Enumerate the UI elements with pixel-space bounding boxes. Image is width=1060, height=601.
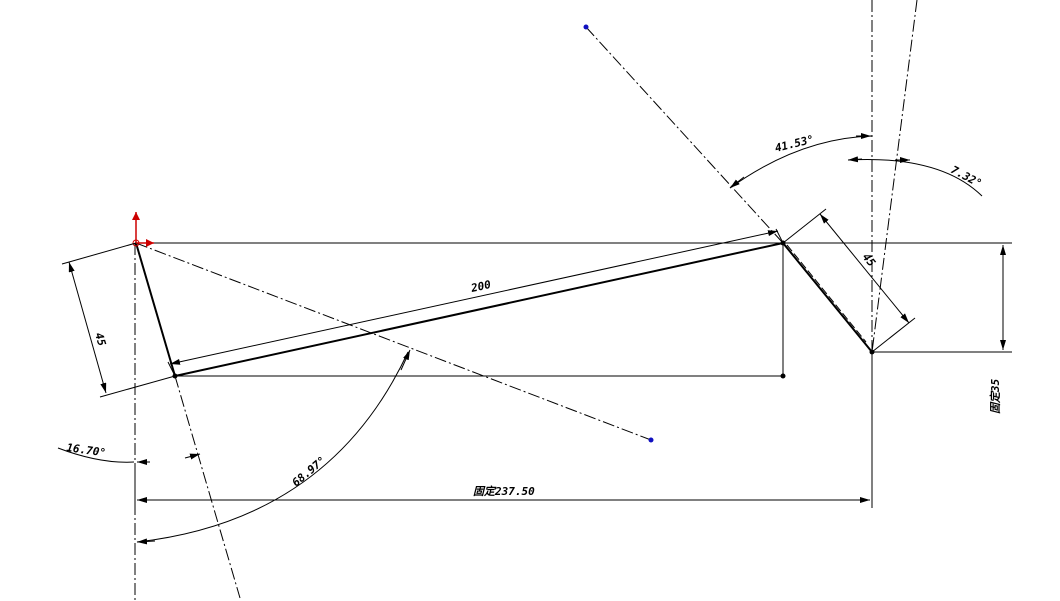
angle-41-53-text[interactable]: 41.53° — [774, 133, 816, 155]
angle-7-32-arc[interactable] — [847, 159, 983, 197]
link-200[interactable] — [174, 242, 784, 377]
dim-left45-line[interactable] — [68, 261, 107, 394]
joint-d[interactable] — [780, 373, 786, 379]
centerline-lower-diagonal[interactable] — [135, 242, 652, 441]
ext-200-left — [167, 361, 176, 377]
construction-point-top[interactable] — [583, 24, 589, 30]
dim-237-text[interactable]: 固定237.50 — [473, 485, 535, 498]
angle-16-70-arrow-right — [184, 453, 201, 460]
angle-68-97-text[interactable]: 68.97° — [290, 454, 329, 490]
angle-16-70-arc[interactable] — [57, 447, 135, 463]
ext-right45-bottom — [871, 317, 916, 353]
dim-right45-line[interactable] — [819, 213, 910, 324]
centerline-left-slant[interactable] — [174, 375, 241, 599]
link-right-45[interactable] — [782, 242, 873, 353]
angle-41-53-arrow-left — [729, 176, 745, 189]
link-left-45[interactable] — [135, 242, 176, 377]
centerline-upper-diagonal[interactable] — [585, 26, 784, 244]
angle-7-32-arrow-left — [847, 156, 863, 163]
centerline-right-slant[interactable] — [871, 0, 918, 353]
angle-68-97-arc[interactable] — [136, 351, 409, 543]
dim-35-text[interactable]: 固定35 — [989, 378, 1002, 414]
dim-200-text[interactable]: 200 — [469, 278, 493, 295]
ext-right45-top — [782, 208, 827, 244]
angle-7-32-text[interactable]: 7.32° — [949, 163, 984, 190]
dim-left45-text[interactable]: 45 — [92, 331, 108, 348]
angle-16-70-text[interactable]: 16.70° — [66, 441, 107, 459]
coordinate-origin-icon — [132, 212, 154, 247]
ext-left45-bottom — [99, 375, 176, 398]
angle-41-53-arc[interactable] — [729, 135, 873, 189]
angle-68-97-arrow-start — [136, 538, 156, 545]
construction-point-bottom[interactable] — [648, 437, 654, 443]
dim-200-line[interactable] — [169, 230, 779, 365]
link-right-45-double[interactable] — [786, 244, 867, 343]
angle-68-97-arrow-end — [400, 349, 411, 371]
ext-left45-top — [61, 242, 137, 265]
